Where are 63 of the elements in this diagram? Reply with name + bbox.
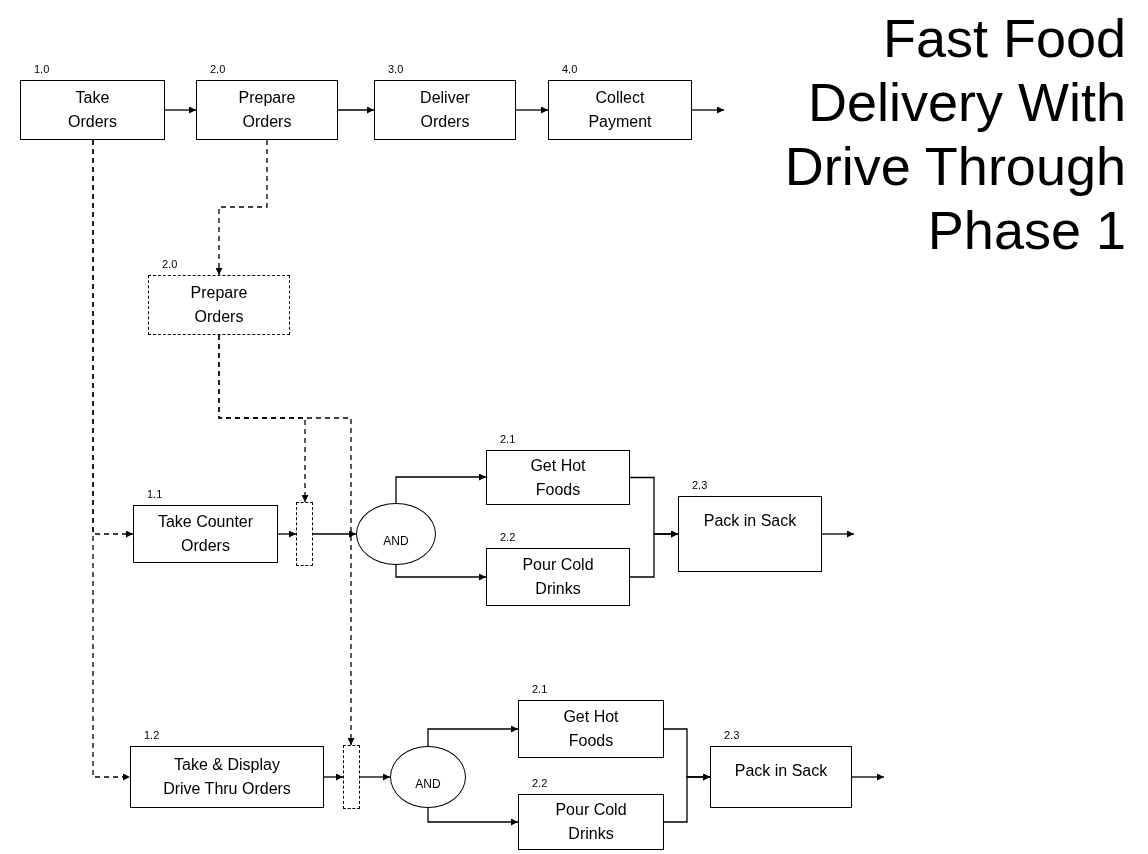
node-label: Deliver Orders	[419, 88, 471, 132]
node-label: Get Hot Foods	[562, 707, 620, 751]
node-label: Collect Payment	[587, 88, 653, 132]
process-box	[486, 548, 630, 606]
node-label: Pack in Sack	[703, 511, 797, 531]
arrow	[515, 106, 549, 114]
node-label: Pack in Sack	[734, 761, 828, 781]
arrow	[663, 773, 711, 823]
process-box	[548, 80, 692, 140]
title: Fast Food Delivery With Drive Through Phase 1	[783, 7, 1126, 262]
arrow	[312, 530, 357, 538]
process-box	[130, 746, 324, 808]
process-box	[678, 496, 822, 572]
node-label: Take Orders	[67, 88, 118, 132]
arrow	[92, 139, 131, 781]
step-number: 1.1	[147, 487, 163, 501]
step-number: 2.2	[500, 530, 516, 544]
referent-box	[296, 502, 313, 566]
step-number: 1.0	[34, 62, 50, 76]
arrow	[395, 473, 487, 504]
referent-box	[343, 745, 360, 809]
arrow	[691, 106, 725, 114]
node-label: Take Counter Orders	[156, 512, 255, 556]
process-box	[374, 80, 516, 140]
node-label: AND	[415, 776, 441, 793]
node-label: Get Hot Foods	[529, 455, 587, 500]
node-label: AND	[383, 533, 409, 550]
process-box	[148, 275, 290, 335]
process-box	[486, 450, 630, 505]
arrow	[277, 530, 297, 538]
node-label: Prepare Orders	[189, 283, 249, 327]
step-number: 2.0	[162, 257, 178, 271]
step-number: 4.0	[562, 62, 578, 76]
process-box	[518, 700, 664, 758]
step-number: 2.3	[724, 728, 740, 742]
node-label: Take & Display Drive Thru Orders	[162, 755, 292, 799]
node-label: Pour Cold Drinks	[554, 800, 628, 844]
arrow	[164, 106, 197, 114]
arrow	[821, 530, 855, 538]
process-box	[20, 80, 165, 140]
step-number: 1.2	[144, 728, 160, 742]
arrow	[395, 564, 487, 581]
arrow	[427, 807, 519, 826]
node-label: Pour Cold Drinks	[521, 555, 595, 599]
step-number: 3.0	[388, 62, 404, 76]
arrow	[629, 530, 679, 578]
step-number: 2.2	[532, 776, 548, 790]
process-box	[710, 746, 852, 808]
arrow	[215, 139, 268, 276]
process-box	[518, 794, 664, 850]
step-number: 2.0	[210, 62, 226, 76]
step-number: 2.1	[532, 682, 548, 696]
arrow	[359, 773, 391, 781]
step-number: 2.3	[692, 478, 708, 492]
step-number: 2.1	[500, 432, 516, 446]
node-label: Prepare Orders	[237, 88, 297, 132]
arrow	[218, 334, 355, 746]
process-box	[133, 505, 278, 563]
arrow	[851, 773, 885, 781]
arrow	[323, 773, 344, 781]
process-box	[196, 80, 338, 140]
arrow	[427, 725, 519, 747]
arrow	[337, 106, 375, 114]
